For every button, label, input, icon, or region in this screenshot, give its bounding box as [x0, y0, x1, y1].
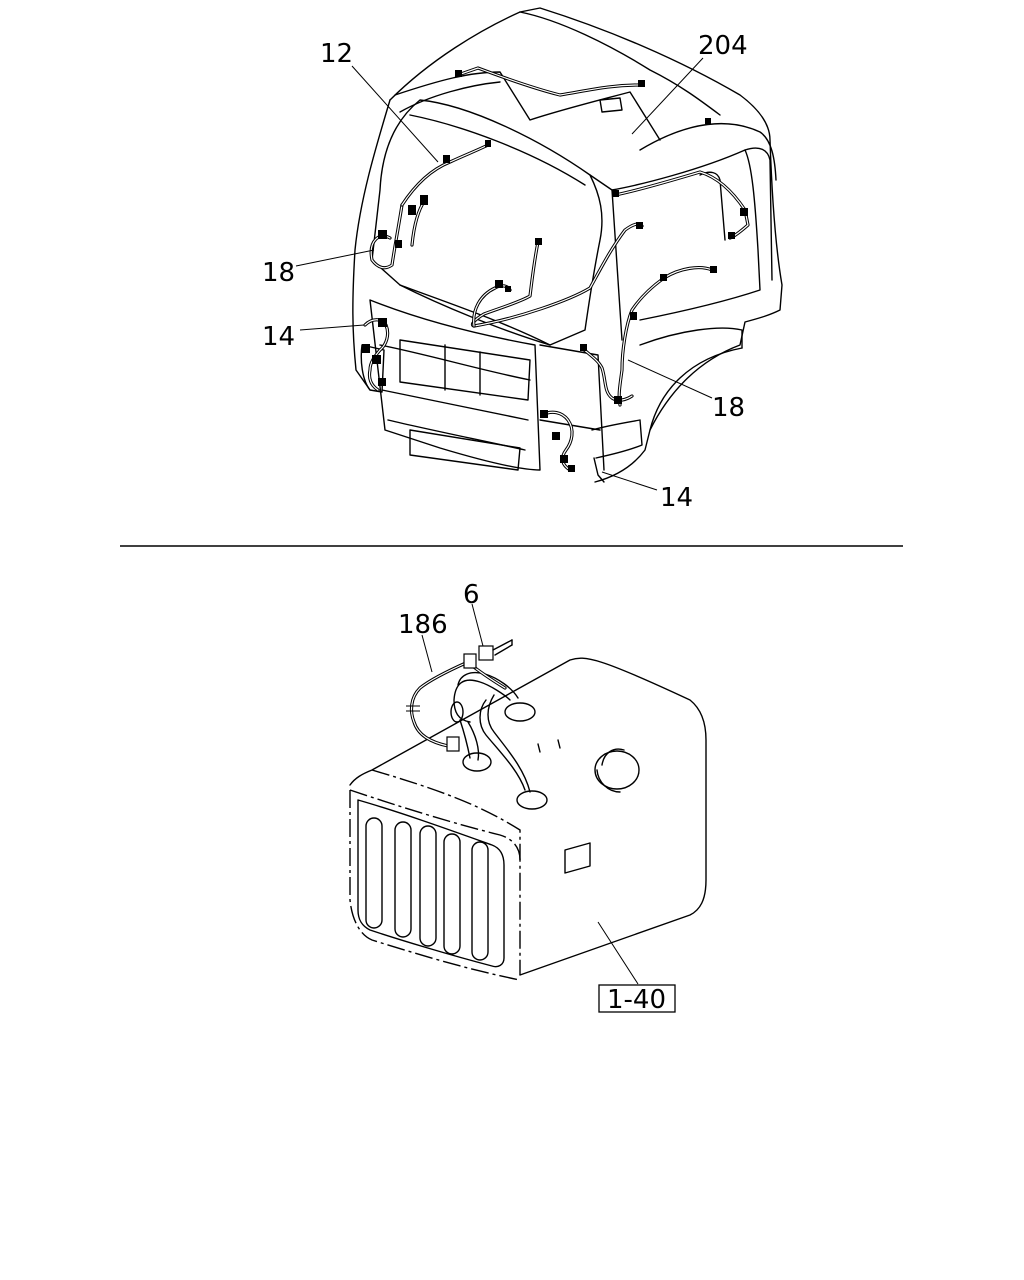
callout-18-right: 18	[712, 393, 745, 423]
harness-186-wire	[406, 653, 507, 752]
callout-14-right: 14	[660, 483, 693, 513]
harness-14-left-wire	[362, 318, 390, 392]
callout-204: 204	[698, 31, 748, 61]
harness-hood-wire	[470, 222, 644, 328]
callout-14-left: 14	[262, 322, 295, 352]
reference-box-1-40	[598, 984, 676, 1013]
harness-14-right-wire	[540, 410, 605, 483]
callout-18-left: 18	[262, 258, 295, 288]
harness-12-wire	[369, 140, 491, 270]
fuel-tank-illustration	[349, 657, 707, 981]
reference-label-1-40: 1-40	[607, 985, 666, 1015]
callout-6: 6	[463, 580, 480, 610]
callout-186: 186	[398, 610, 448, 640]
callout-12: 12	[320, 39, 353, 69]
harness-204-wire	[455, 66, 750, 240]
leader-lines-bottom	[421, 603, 639, 985]
harness-18-right-wire	[580, 266, 717, 407]
leader-lines-top	[295, 57, 713, 491]
connector-6	[478, 639, 513, 661]
